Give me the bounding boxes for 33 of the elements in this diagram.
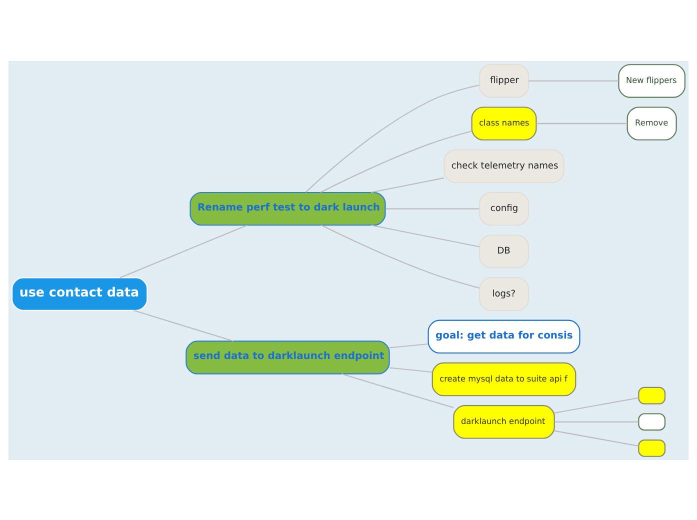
node-box: logs? [479,276,530,310]
node-box: class names [471,106,537,140]
connector [554,430,639,446]
node-box: goal: get data for consis [428,319,580,354]
node-box: New flippers [618,64,686,98]
connector [386,208,480,209]
connector [320,224,480,288]
node-box: use contact data [12,276,148,310]
node-box: config [479,191,530,226]
node-box: Rename perf test to dark launch [190,191,386,226]
node-box: send data to darklaunch endpoint [186,340,390,374]
node-box: check telemetry names [444,148,564,183]
connector [134,309,234,342]
node-box: create mysql data to suite api f [432,362,576,396]
node-box: DB [479,234,530,268]
node-box [638,412,666,430]
connector [390,366,432,372]
connector [536,122,628,124]
node-box: darklaunch endpoint [453,404,555,438]
connector [305,84,480,192]
node-box [638,439,666,456]
connector [342,372,454,408]
connector [554,396,639,414]
connector [370,176,444,192]
connector [554,420,639,422]
node-box: flipper [479,64,530,98]
node-box [638,386,666,404]
connector [390,342,428,348]
connector [320,130,472,192]
connector [120,224,248,278]
connector [370,224,480,247]
node-box: Remove [626,106,677,140]
connector [528,80,619,81]
